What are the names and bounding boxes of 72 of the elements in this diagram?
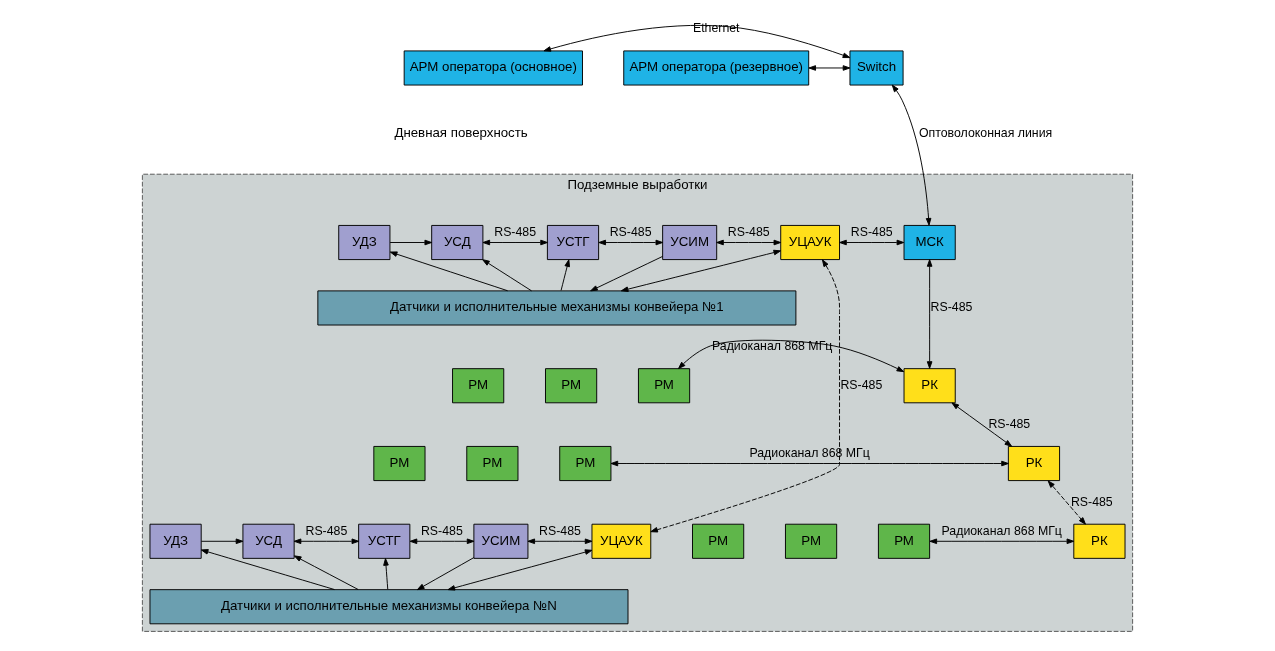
edge-label: RS-485 (727, 225, 770, 240)
node-box: УСИМ (662, 224, 718, 261)
node-box: АРМ оператора (резервное) (623, 50, 810, 86)
arrow (200, 549, 335, 591)
node-box: РМ (692, 523, 745, 559)
arrow (610, 460, 1009, 467)
edge-label: Радиоканал 868 МГц (941, 524, 1062, 539)
node-box: УЦАУК (780, 224, 840, 261)
arrow (527, 538, 593, 545)
arrow (389, 239, 433, 246)
node-box: МСК (903, 224, 956, 261)
edge-label: RS-485 (930, 300, 973, 315)
arrow (929, 538, 1075, 545)
node-box: УДЗ (149, 523, 202, 559)
node-box: Switch (849, 50, 904, 86)
arrow (389, 251, 509, 292)
node-box: РМ (545, 368, 598, 404)
node-box: УСИМ (473, 523, 529, 559)
arrow (808, 65, 851, 71)
arrow (839, 239, 905, 246)
node-box: РМ (637, 368, 691, 404)
arrow (293, 538, 360, 545)
edge-label: Радиоканал 868 МГц (749, 446, 870, 461)
arrow (590, 256, 663, 292)
node-box: РМ (466, 445, 519, 482)
edge-label: RS-485 (609, 225, 652, 240)
arrow (383, 558, 389, 590)
arrow (543, 25, 851, 59)
node-box: Датчики и исполнительные механизмы конвейера №1 (317, 290, 797, 326)
node-box: РМ (877, 523, 931, 559)
edge-label: RS-485 (305, 524, 348, 539)
node-box: РМ (785, 523, 838, 559)
arrow (926, 259, 933, 369)
node-box: УДЗ (338, 224, 391, 261)
arrow (200, 538, 244, 545)
edge-label: RS-485 (539, 524, 581, 539)
arrow (716, 239, 782, 246)
node-box: УЦАУК (591, 523, 652, 559)
edge-label: RS-485 (850, 225, 893, 240)
node-box: УСТГ (546, 224, 600, 261)
node-box: РК (1073, 523, 1126, 559)
arrow (891, 84, 932, 226)
node-box: РМ (559, 445, 612, 482)
arrow (447, 549, 593, 591)
arrow (1047, 480, 1086, 525)
node-box: УСТГ (358, 523, 411, 559)
arrow (678, 339, 905, 373)
edge-label: RS-485 (988, 416, 1031, 431)
node-box: АРМ оператора (основное) (403, 50, 583, 86)
node-box: УСД (431, 224, 484, 261)
node-box: РМ (452, 368, 505, 404)
arrow (951, 402, 1013, 447)
node-box: РК (1007, 445, 1061, 482)
arrow (293, 555, 359, 590)
node-box: УСД (242, 523, 295, 559)
edge-label: RS-485 (420, 524, 463, 539)
edge-label: RS-485 (840, 377, 883, 392)
arrow (650, 259, 840, 533)
arrow (598, 239, 664, 246)
node-box: Датчики и исполнительные механизмы конвейера №N (149, 589, 629, 625)
arrow (482, 239, 548, 246)
arrow (409, 538, 475, 545)
edge-label: Оптоволоконная линия (918, 125, 1053, 140)
arrow (482, 259, 532, 292)
edge-label: RS-485 (494, 225, 537, 240)
node-box: РМ (373, 445, 426, 482)
node-box: РК (903, 368, 956, 404)
label: Дневная поверхность (394, 124, 528, 140)
arrow (416, 557, 475, 591)
edge-label: RS-485 (1070, 494, 1113, 509)
arrow (560, 259, 570, 291)
arrow (620, 249, 782, 292)
